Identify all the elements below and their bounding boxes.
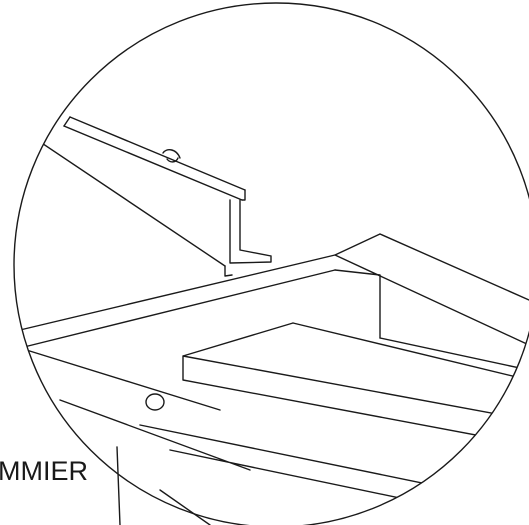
cropped-label-text: MMIER <box>0 456 88 486</box>
label-callout-frame <box>116 446 211 525</box>
detail-magnifier-circle <box>13 2 529 525</box>
inner-slat <box>182 322 529 446</box>
frame-top-edges <box>19 233 529 349</box>
profile-notch <box>162 149 181 163</box>
aluminium-profile <box>63 116 272 277</box>
right-beam-edges <box>379 337 529 371</box>
bolt-hole <box>145 393 165 411</box>
upper-panel-lines <box>14 114 246 267</box>
detail-linework <box>14 114 529 525</box>
frame-posts <box>334 269 381 339</box>
lower-beam-lines <box>19 347 529 525</box>
